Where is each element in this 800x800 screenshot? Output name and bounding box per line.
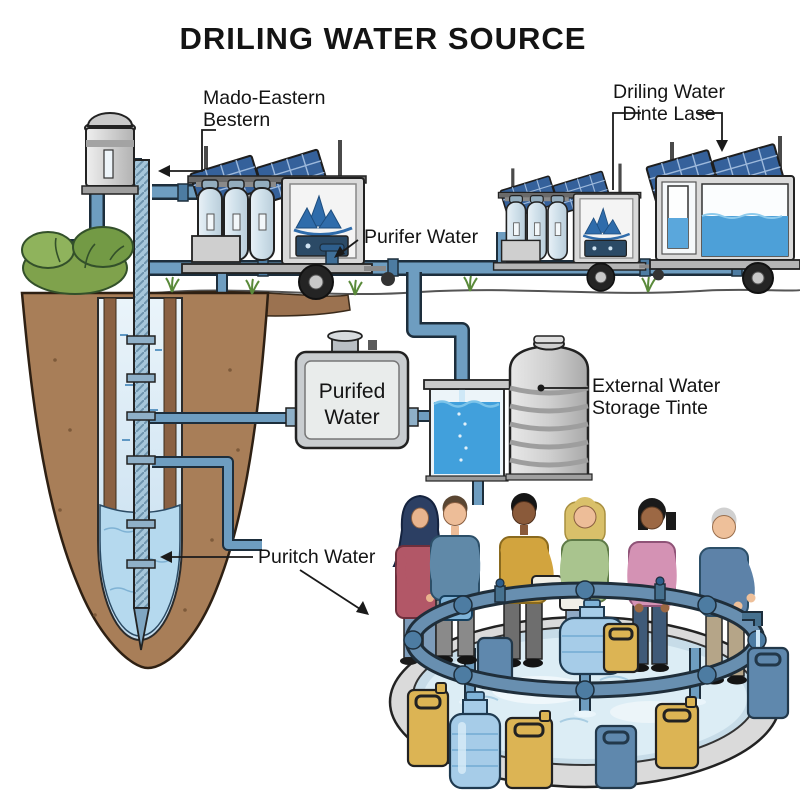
arrow-icon bbox=[716, 140, 728, 152]
purified-tank-label-line2: Water bbox=[324, 406, 379, 429]
jerry-can-yellow-right bbox=[654, 696, 700, 770]
label-storage-line2: Storage Tinte bbox=[592, 397, 708, 419]
leader-dot bbox=[537, 384, 545, 392]
jerry-can-blue-far-right bbox=[746, 646, 790, 720]
jerry-can-yellow-left bbox=[406, 682, 450, 768]
distillation-unit bbox=[645, 136, 800, 294]
leader-line-wellhead bbox=[168, 129, 216, 172]
leader-line-well-water-diagonal bbox=[299, 569, 361, 610]
column-water bbox=[668, 218, 688, 248]
ring-taps bbox=[494, 576, 763, 650]
drill-bit bbox=[132, 607, 151, 651]
tank-water bbox=[434, 402, 500, 474]
arrow-icon bbox=[356, 601, 369, 615]
label-purifier-valve: Purifer Water bbox=[364, 226, 479, 248]
leader-line-units-right bbox=[697, 112, 723, 142]
wellhead-pump bbox=[81, 112, 139, 195]
tank-lid bbox=[533, 335, 565, 344]
pipe-flange bbox=[126, 455, 156, 465]
label-wellhead-line1: Mado-Eastern bbox=[203, 87, 325, 109]
tank-knob bbox=[368, 340, 377, 350]
purified-tank-label-line1: Purifed bbox=[319, 380, 386, 403]
drill-pipe bbox=[133, 159, 150, 609]
ground-line bbox=[154, 288, 800, 296]
pipe-flange bbox=[126, 373, 156, 383]
pipe-flange bbox=[126, 411, 156, 421]
label-storage-line1: External Water bbox=[592, 375, 721, 397]
label-units-line2: Dinte Lase bbox=[622, 103, 715, 125]
tap bbox=[654, 583, 666, 601]
well-cross-section bbox=[20, 159, 292, 670]
label-units-line1: Driling Water bbox=[613, 81, 725, 103]
pipe-flange bbox=[126, 519, 156, 529]
falling-water-marks bbox=[120, 334, 163, 463]
pipe-flange bbox=[126, 559, 156, 569]
jerry-can-yellow-mid bbox=[602, 622, 640, 674]
annotations: DRILING WATER SOURCE Mado-Eastern Bester… bbox=[158, 21, 728, 615]
label-wellhead-line2: Bestern bbox=[203, 109, 270, 131]
jerry-can-yellow-center bbox=[504, 710, 554, 790]
arrow-icon bbox=[158, 165, 170, 177]
external-storage-tank bbox=[505, 335, 593, 481]
purifier-valve bbox=[319, 243, 345, 265]
shrub bbox=[21, 226, 134, 295]
page-title: DRILING WATER SOURCE bbox=[180, 21, 587, 56]
pipe-flange bbox=[126, 335, 156, 345]
water-bottle-left bbox=[448, 691, 502, 790]
tap bbox=[494, 585, 506, 603]
leader-line-valve bbox=[341, 239, 359, 253]
community-water-point bbox=[388, 493, 790, 790]
open-water-tank bbox=[423, 379, 511, 482]
tank-water bbox=[702, 216, 788, 256]
arrow-icon bbox=[160, 551, 172, 563]
arrow-icon bbox=[334, 246, 345, 258]
label-well-water: Puritch Water bbox=[258, 546, 376, 568]
sight-glass bbox=[103, 149, 114, 179]
jerry-can-blue-center bbox=[594, 724, 638, 790]
leader-line-units-left bbox=[612, 112, 641, 190]
